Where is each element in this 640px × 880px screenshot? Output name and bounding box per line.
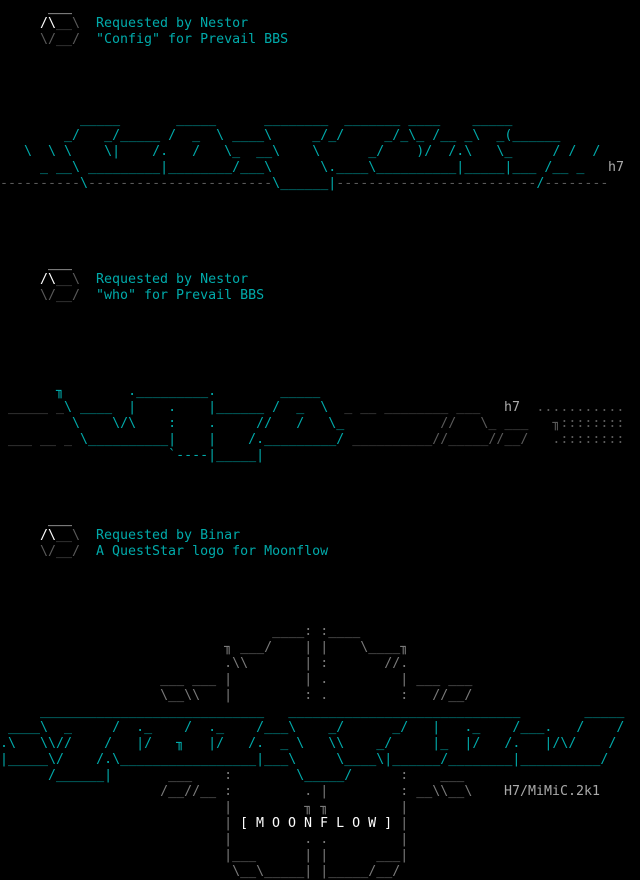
diamond-logo-icon-shadow: __\ \/__/	[40, 272, 81, 303]
diamond-logo-icon: ___ /\	[40, 512, 73, 543]
diamond-logo-icon: ___ /\	[40, 256, 73, 287]
request-title: A QuestStar logo for Moonflow	[96, 544, 329, 559]
diamond-logo-icon: ___ /\	[40, 0, 73, 31]
art-layer-cyan: ____________________________ ___________…	[0, 704, 625, 783]
request-credit: Requested by Binar	[96, 528, 241, 543]
art-layer-gray: ____: :____ ╖ ___/ | | \____╖ .\\ | : //…	[160, 624, 473, 879]
diamond-logo-icon-shadow: __\ \/__/	[40, 528, 81, 559]
artist-credit: H7/MiMiC.2k1	[504, 784, 601, 799]
artist-signature: h7	[504, 400, 521, 415]
diamond-logo-icon-shadow: __\ \/__/	[40, 16, 81, 47]
request-title: "Config" for Prevail BBS	[96, 32, 289, 47]
art-layer-gray: _____ _ _ __ ________ ___ ........... //…	[8, 400, 625, 447]
moonflow-title: [ M O O N F L O W ]	[240, 816, 393, 831]
art-layer-cyan: _____ _____ ________ _______ ____ _____ …	[24, 112, 601, 191]
art-layer-divider: ---------- ----------------------- -----…	[0, 176, 609, 191]
request-credit: Requested by Nestor	[96, 16, 249, 31]
request-title: "who" for Prevail BBS	[96, 288, 265, 303]
artist-signature: h7	[608, 160, 625, 175]
art-layer-cyan: ╖ ._________. _____ \ ____ | . |______ /…	[56, 384, 345, 463]
request-credit: Requested by Nestor	[96, 272, 249, 287]
